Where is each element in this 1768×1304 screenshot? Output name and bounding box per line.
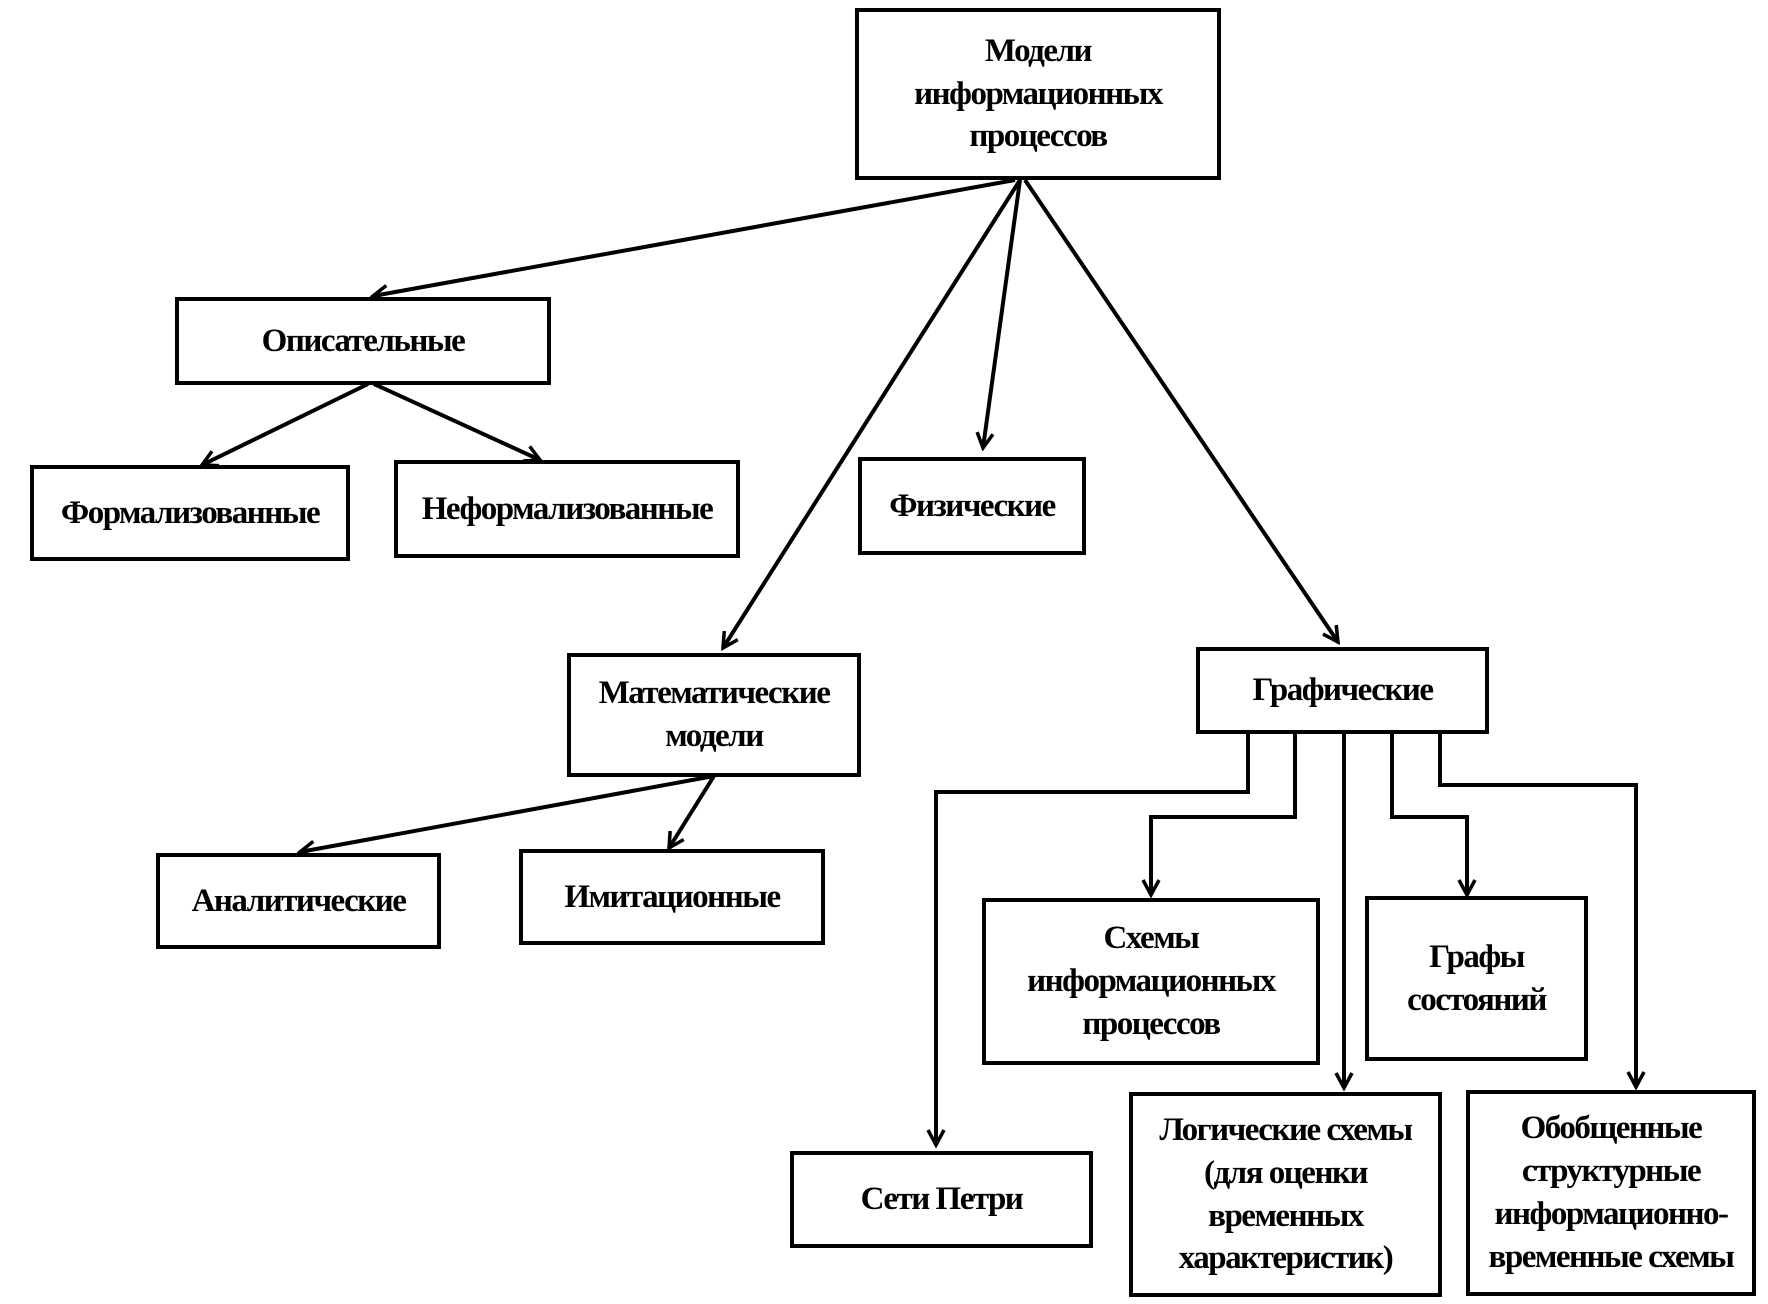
node-descriptive: Описательные <box>175 297 551 385</box>
edge-root-graphical <box>1023 178 1338 642</box>
node-formalized-label: Формализованные <box>60 494 321 531</box>
node-state-graphs: Графы состояний <box>1365 896 1588 1061</box>
edge-graphical-petri-nets <box>936 734 1250 1145</box>
node-analytical: Аналитические <box>156 853 441 949</box>
edge-descriptive-informal <box>373 382 540 460</box>
edge-root-physical <box>983 179 1022 448</box>
node-petri-nets: Сети Петри <box>790 1151 1093 1248</box>
edge-graphical-info-process-schemes <box>1151 734 1297 895</box>
edge-root-descriptive <box>373 178 1016 296</box>
node-graphical: Графические <box>1196 647 1489 734</box>
edge-graphical-state-graphs <box>1390 734 1467 895</box>
edge-root-mathematical <box>723 178 1022 648</box>
node-mathematical-label: Математические модели <box>598 675 831 754</box>
node-analytical-label: Аналитические <box>191 882 407 919</box>
edge-graphical-generalized-schemes <box>1438 734 1636 1087</box>
node-generalized-schemes-label: Обобщенные структурные информационно- вр… <box>1488 1110 1735 1275</box>
node-info-process-schemes-label: Схемы информационных процессов <box>1027 920 1276 1042</box>
node-formalized: Формализованные <box>30 465 350 561</box>
node-mathematical: Математические модели <box>567 653 861 777</box>
node-logic-schemes: Логические схемы (для оценки временных х… <box>1129 1092 1442 1297</box>
node-descriptive-label: Описательные <box>261 322 466 359</box>
node-physical: Физические <box>858 457 1086 555</box>
node-root-label: Модели информационных процессов <box>914 32 1163 155</box>
node-simulation-label: Имитационные <box>564 878 781 915</box>
node-petri-nets-label: Сети Петри <box>860 1181 1024 1218</box>
node-graphical-label: Графические <box>1252 672 1434 709</box>
node-physical-label: Физические <box>889 487 1056 524</box>
node-generalized-schemes: Обобщенные структурные информационно- вр… <box>1466 1090 1756 1296</box>
edge-mathematical-simulation <box>669 774 716 848</box>
node-root: Модели информационных процессов <box>855 8 1221 180</box>
node-state-graphs-label: Графы состояний <box>1407 938 1547 1018</box>
node-simulation: Имитационные <box>519 849 825 945</box>
edge-descriptive-formalized <box>202 382 369 465</box>
node-informal: Неформализованные <box>394 460 740 558</box>
node-info-process-schemes: Схемы информационных процессов <box>982 898 1320 1065</box>
node-logic-schemes-label: Логические схемы (для оценки временных х… <box>1159 1111 1413 1277</box>
node-informal-label: Неформализованные <box>421 490 714 527</box>
edge-mathematical-analytical <box>300 774 715 852</box>
